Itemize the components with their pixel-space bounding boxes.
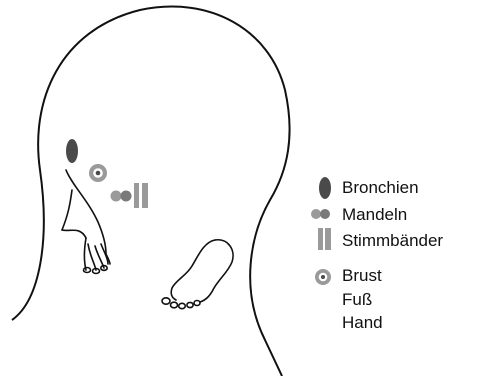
- head-outline: [12, 7, 290, 376]
- brust-zone-marker: [89, 164, 107, 182]
- mandeln-zone-marker: [111, 191, 132, 202]
- foot-drawing: [162, 240, 233, 309]
- legend-label-brust: Brust: [342, 266, 382, 286]
- dark-ellipse-icon: [319, 177, 331, 199]
- legend-label-hand: Hand: [342, 313, 383, 333]
- double-bar-icon: [318, 228, 331, 250]
- legend-label-bronchien: Bronchien: [342, 178, 419, 198]
- target-circle-icon: [315, 269, 331, 285]
- hand-drawing: [62, 170, 110, 274]
- legend-label-fuss: Fuß: [342, 290, 372, 310]
- stimmbaender-zone-marker: [134, 183, 148, 208]
- bronchien-zone-marker: [66, 139, 78, 163]
- double-circle-icon: [311, 209, 330, 219]
- legend-label-stimmbaender: Stimmbänder: [342, 231, 443, 251]
- legend-label-mandeln: Mandeln: [342, 205, 407, 225]
